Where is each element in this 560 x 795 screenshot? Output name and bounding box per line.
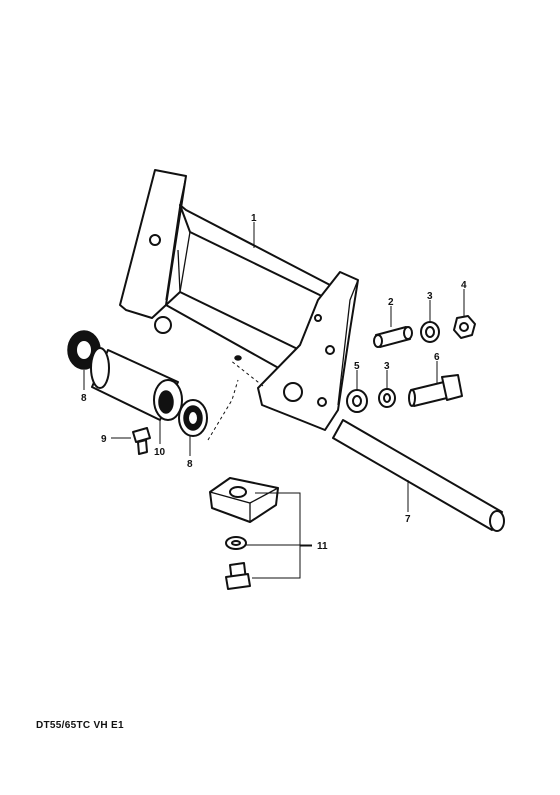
callout-8-left: 8 — [81, 393, 87, 404]
washer-part-11 — [225, 536, 247, 550]
callout-9: 9 — [101, 434, 107, 445]
callout-labels: 1 2 3 4 5 3 6 7 8 8 9 10 11 — [81, 213, 467, 552]
washer-part-3-lower — [378, 388, 396, 408]
lower-bolt — [225, 562, 251, 590]
callout-7: 7 — [405, 514, 411, 525]
shaft-part-7 — [332, 419, 505, 532]
callout-5: 5 — [354, 361, 360, 372]
washer-part-8-right — [178, 399, 208, 437]
washer-part-3-top — [420, 321, 440, 343]
callout-11: 11 — [317, 541, 328, 552]
sleeve-part-10 — [90, 347, 183, 421]
callout-3-top: 3 — [427, 291, 433, 302]
callout-6: 6 — [434, 352, 440, 363]
callout-2: 2 — [388, 297, 394, 308]
washer-part-5 — [346, 389, 368, 413]
bolt-part-6 — [408, 374, 463, 407]
callout-8-right: 8 — [187, 459, 193, 470]
assembly-lines — [207, 359, 312, 579]
callout-4: 4 — [461, 280, 467, 291]
screw-part-9 — [132, 427, 151, 455]
callout-leaders — [83, 222, 465, 546]
pin-part-2 — [373, 326, 413, 348]
callout-3-lower: 3 — [384, 361, 390, 372]
diagram-code-label: DT55/65TC VH E1 — [36, 720, 124, 731]
nut-part-4 — [453, 315, 476, 339]
callout-10: 10 — [154, 447, 166, 458]
block-part — [209, 477, 279, 523]
callout-1: 1 — [251, 213, 257, 224]
bracket-part-1 — [119, 169, 359, 431]
